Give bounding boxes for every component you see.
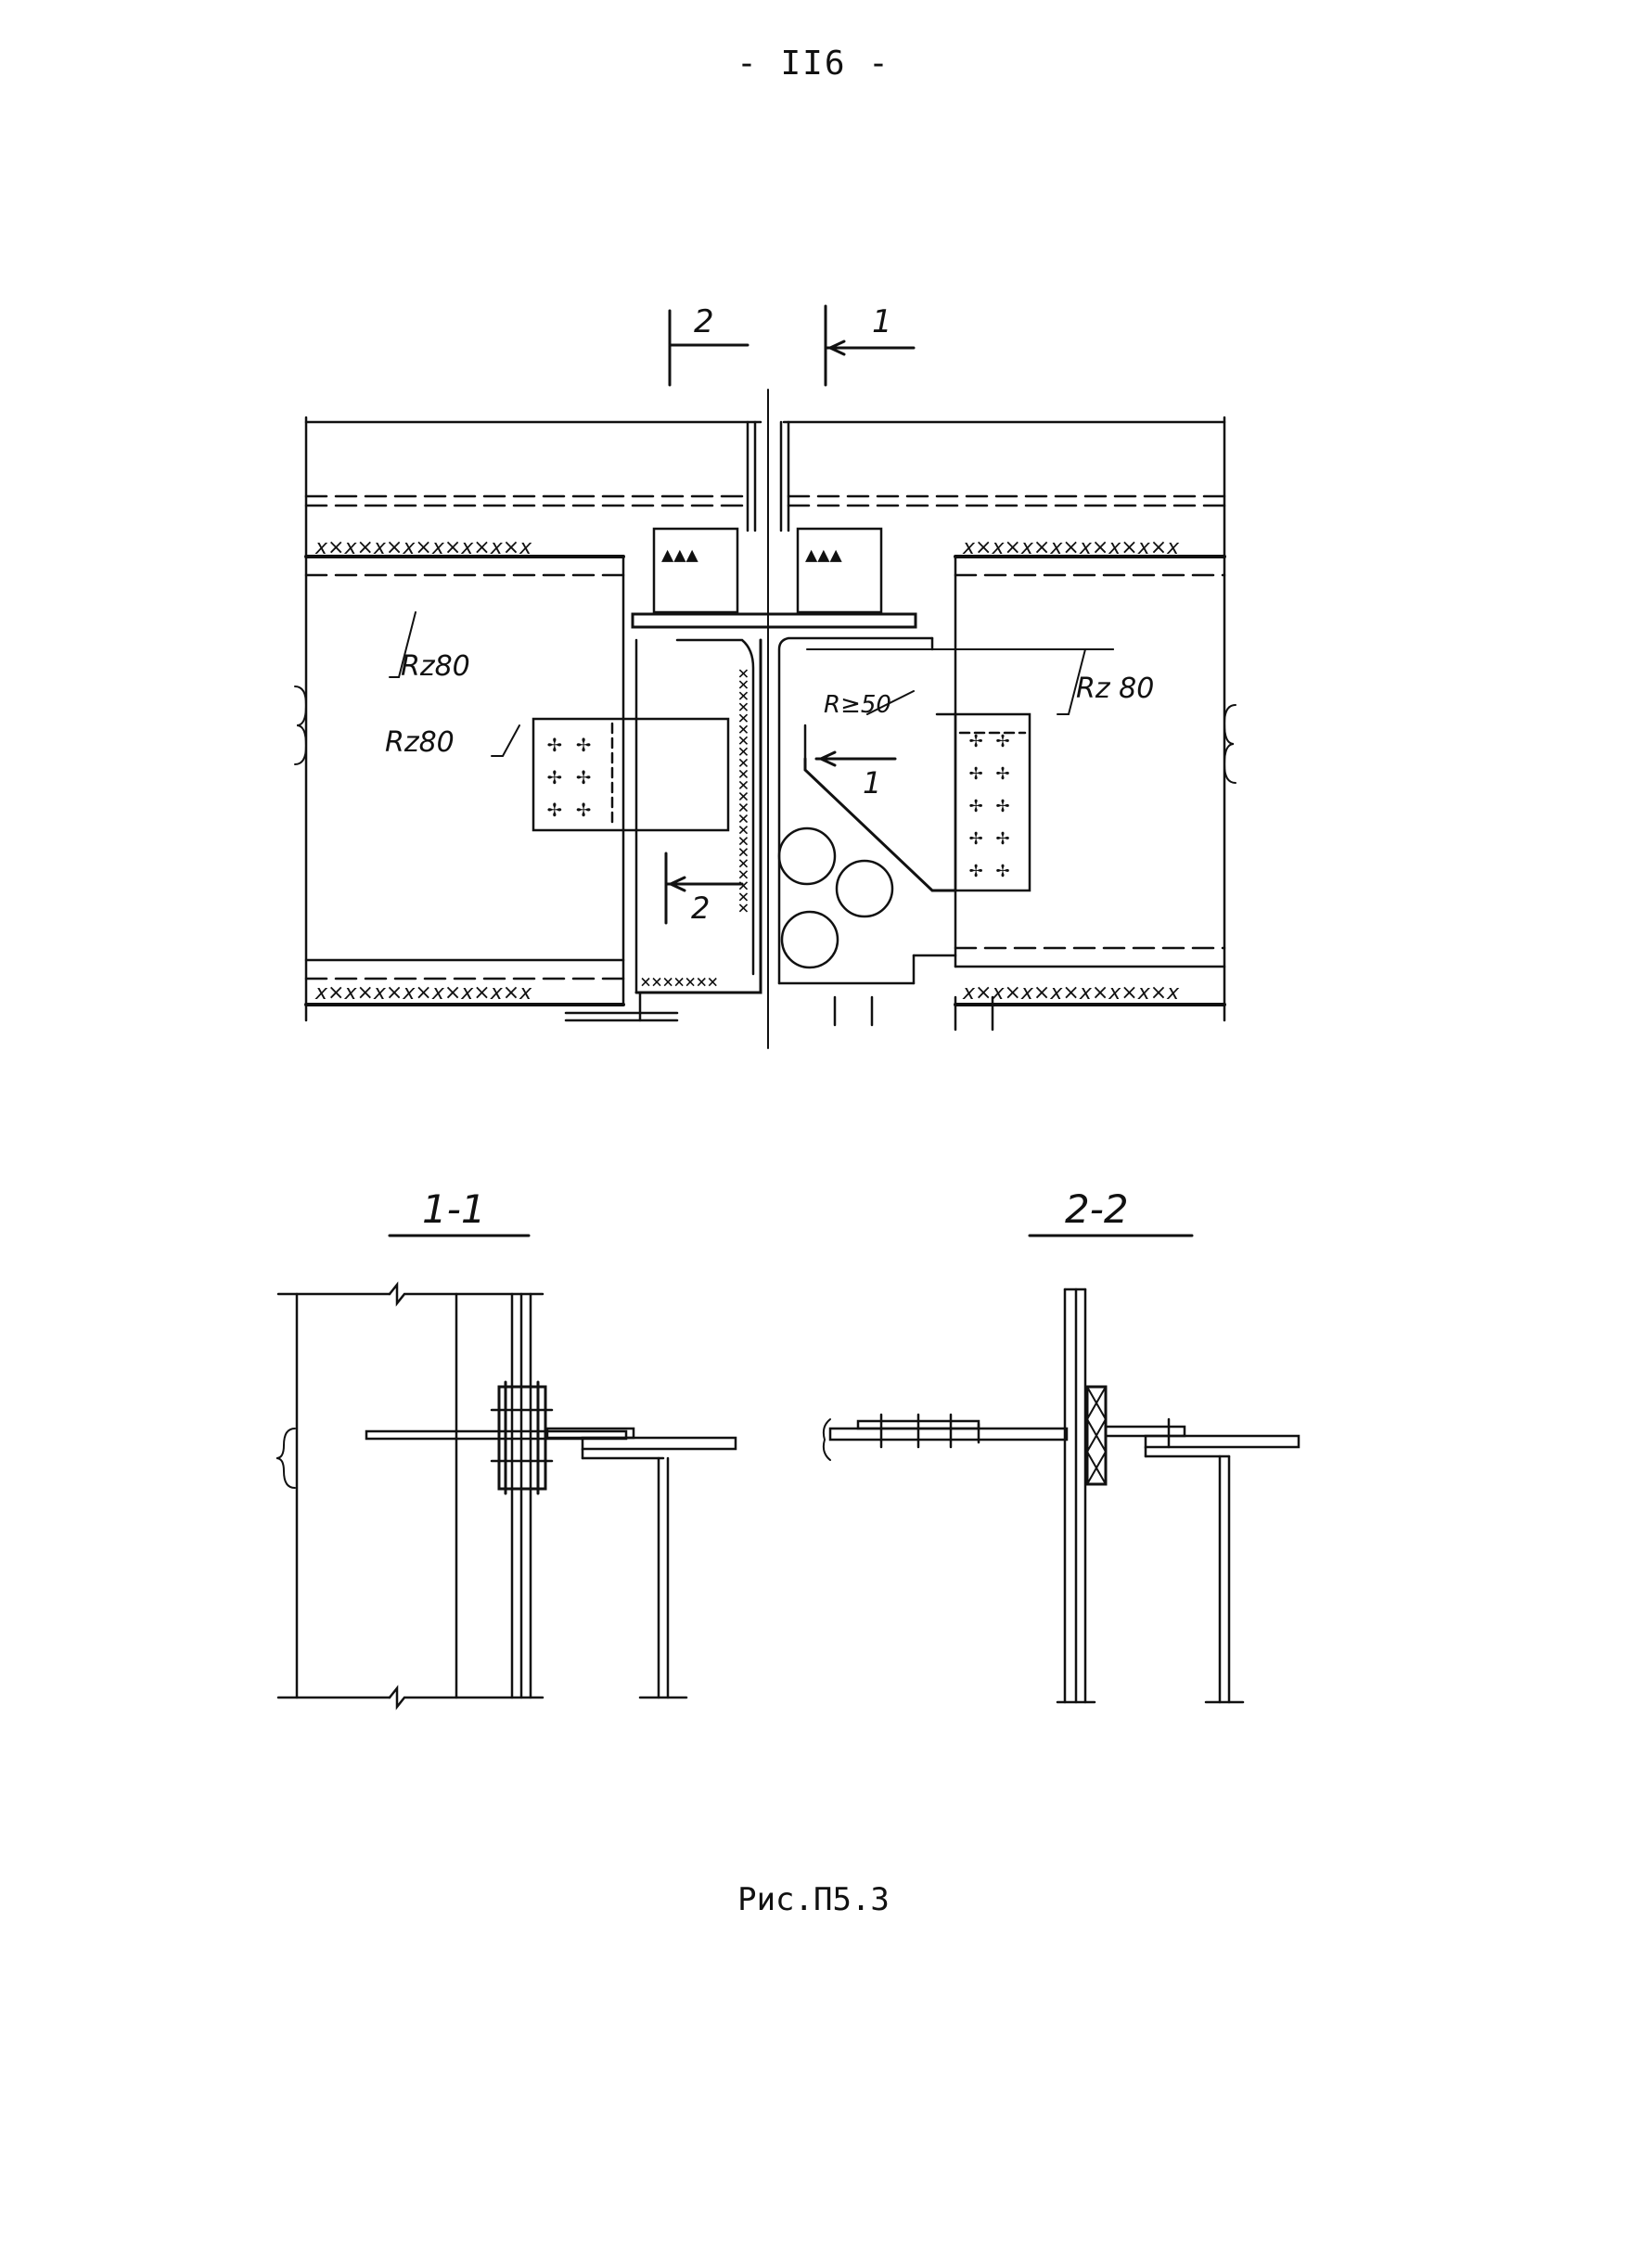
svg-text:✢ ✢: ✢ ✢ — [547, 730, 591, 758]
svg-text:x×x×x×x×x×x×x×x: x×x×x×x×x×x×x×x — [314, 536, 532, 559]
hole-1 — [777, 826, 837, 886]
fillet-label: R≥50 — [824, 690, 915, 719]
section-2-2: 2-2 — [822, 1186, 1300, 1704]
hole-3 — [780, 910, 839, 969]
svg-text:✢ ✢: ✢ ✢ — [547, 795, 591, 823]
svg-text:x×x×x×x×x×x×x×x: x×x×x×x×x×x×x×x — [314, 981, 532, 1005]
svg-text:Rz 80: Rz 80 — [1076, 673, 1154, 705]
svg-text:✢ ✢: ✢ ✢ — [547, 762, 591, 790]
svg-text:✢ ✢: ✢ ✢ — [969, 726, 1010, 752]
svg-text:✢ ✢: ✢ ✢ — [969, 759, 1010, 785]
section-marker-2: 2 — [668, 303, 749, 387]
inner-section-marker-1: 1 — [814, 750, 897, 801]
right-beam: x×x×x×x×x×x×x×x x×x×x×x×x×x×x×x — [782, 416, 1236, 1022]
svg-text:x×x×x×x×x×x×x×x: x×x×x×x×x×x×x×x — [962, 981, 1180, 1005]
section-marker-1: 1 — [824, 303, 916, 387]
section-2-2-title: 2-2 — [1065, 1186, 1129, 1232]
inner-marker-label-1: 1 — [863, 765, 881, 801]
marker-label-1: 1 — [872, 303, 892, 340]
svg-text:▲▲▲: ▲▲▲ — [805, 544, 842, 567]
figure-caption: Рис.П5.3 — [737, 1881, 890, 1918]
svg-text:✢ ✢: ✢ ✢ — [969, 856, 1010, 882]
svg-text:×××××××: ××××××× — [640, 970, 718, 993]
svg-text:x×x×x×x×x×x×x×x: x×x×x×x×x×x×x×x — [962, 536, 1180, 559]
page-number: - II6 - — [737, 45, 890, 83]
section-1-1-title: 1-1 — [422, 1186, 486, 1232]
svg-text:✢ ✢: ✢ ✢ — [969, 791, 1010, 817]
inner-section-marker-2: 2 — [664, 852, 744, 926]
svg-text:Rz80: Rz80 — [385, 726, 455, 759]
hole-2 — [835, 859, 894, 918]
roughness-label-left-mid: Rz80 — [385, 724, 520, 759]
roughness-label-left-top: Rz80 — [389, 611, 470, 683]
section-1-1: 1-1 — [275, 1186, 737, 1711]
marker-label-2: 2 — [694, 303, 714, 340]
plan-view: 2 1 — [294, 303, 1236, 1049]
left-beam: x×x×x×x×x×x×x×x x×x×x×x×x×x×x×x — [294, 416, 762, 1022]
joint-stiffeners: ▲▲▲ ▲▲▲ ×××××××××××××××××××××× ××××××× — [564, 420, 994, 1031]
svg-text:××××××××××××××××××××××: ×××××××××××××××××××××× — [733, 668, 755, 914]
right-cover-plate: ✢ ✢ ✢ ✢ ✢ ✢ ✢ ✢ ✢ ✢ — [803, 712, 1031, 892]
svg-text:Rz80: Rz80 — [401, 650, 470, 683]
svg-text:▲▲▲: ▲▲▲ — [661, 544, 698, 567]
inner-marker-label-2: 2 — [691, 891, 710, 926]
roughness-label-right: Rz 80 — [806, 648, 1154, 715]
svg-text:✢ ✢: ✢ ✢ — [969, 824, 1010, 850]
svg-text:R≥50: R≥50 — [824, 691, 891, 719]
left-cover-plate: ✢ ✢ ✢ ✢ ✢ ✢ — [532, 717, 730, 832]
